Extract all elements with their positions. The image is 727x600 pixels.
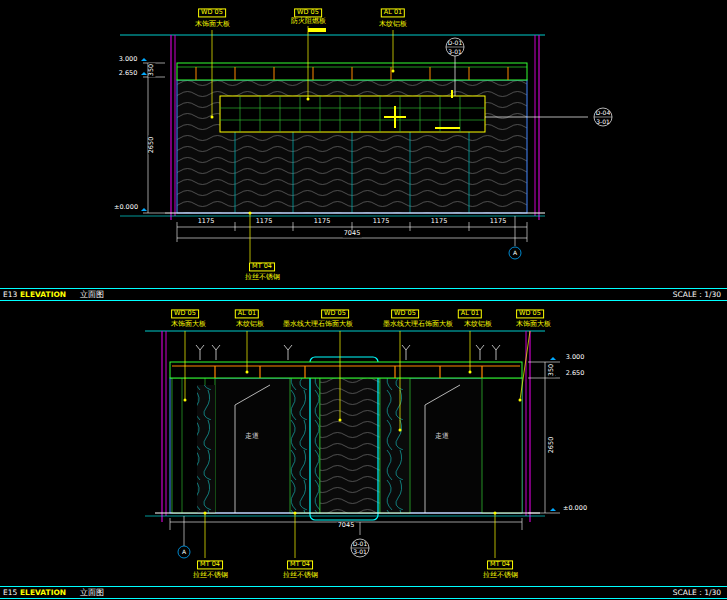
title-text: ELEVATION [20,289,66,300]
material-note: 木饰面大板 [515,321,552,328]
dimension: 3.000 [119,56,138,63]
title-band: E13ELEVATION 立面图 SCALE : 1/30 [0,288,727,301]
material-tag: MT 04 [197,560,223,569]
material-tag: MT 04 [287,560,313,569]
callout-number: D-01 [353,541,367,548]
material-tag: AL 01 [381,8,405,17]
dimension: 2.650 [566,370,585,377]
room-name: 走道 [245,433,259,441]
material-note: 木饰面大板 [170,321,207,328]
material-note: 墨水线大理石饰面大板 [282,321,354,328]
dimension: 1175 [313,218,332,225]
material-tag: WD 05 [516,309,544,318]
callout-number: A [182,549,186,556]
material-tag: WD 05 [321,309,349,318]
callout-number: A [513,250,517,257]
title-text: SCALE : 1/30 [673,587,721,598]
material-tag: AL 01 [235,309,259,318]
material-tag: MT 04 [249,262,275,271]
material-tag: MT 04 [487,560,513,569]
material-note: 木纹铝板 [378,21,408,28]
material-note: 墨水线大理石饰面大板 [382,321,454,328]
callout-number: D-01 [448,40,462,47]
dimension: 1175 [372,218,391,225]
callout-number: D-04 [596,110,610,117]
dimension: ±0.000 [114,204,138,211]
dimension: 7045 [337,522,356,529]
material-note: 拉丝不锈钢 [244,274,281,281]
title-text: E13 [3,289,17,300]
dimension: 350 [148,63,155,77]
callout-number: 3-01 [596,119,610,126]
title-text: 立面图 [80,587,104,598]
title-text: SCALE : 1/30 [673,289,721,300]
dimension: 2.650 [119,70,138,77]
dimension: 2650 [148,136,155,155]
title-text: 立面图 [80,289,104,300]
material-note: 防火阻燃板 [290,18,327,25]
dimension: 1175 [430,218,449,225]
callout-number: 3-01 [448,49,462,56]
material-note: 拉丝不锈钢 [192,572,229,579]
dimension: 2650 [548,436,555,455]
dimension: 3.000 [566,354,585,361]
title-band: E15ELEVATION 立面图 SCALE : 1/30 [0,586,727,599]
callout-number: 3-01 [353,549,367,556]
dimension: 7045 [343,230,362,237]
material-tag: WD 05 [391,309,419,318]
dimension: 350 [548,363,555,377]
dimension: 1175 [255,218,274,225]
material-tag: WD 05 [171,309,199,318]
material-note: 拉丝不锈钢 [282,572,319,579]
material-note: 拉丝不锈钢 [482,572,519,579]
material-note: 木纹铝板 [463,321,493,328]
dimension: 1175 [197,218,216,225]
dimension: ±0.000 [563,505,587,512]
material-note: 木饰面大板 [194,21,231,28]
material-tag: WD 05 [294,8,322,17]
dimension: 1175 [489,218,508,225]
room-name: 走道 [435,433,449,441]
material-tag: AL 01 [458,309,482,318]
material-note: 木纹铝板 [235,321,265,328]
title-text: E15 [3,587,17,598]
title-text: ELEVATION [20,587,66,598]
material-tag: WD 05 [198,8,226,17]
